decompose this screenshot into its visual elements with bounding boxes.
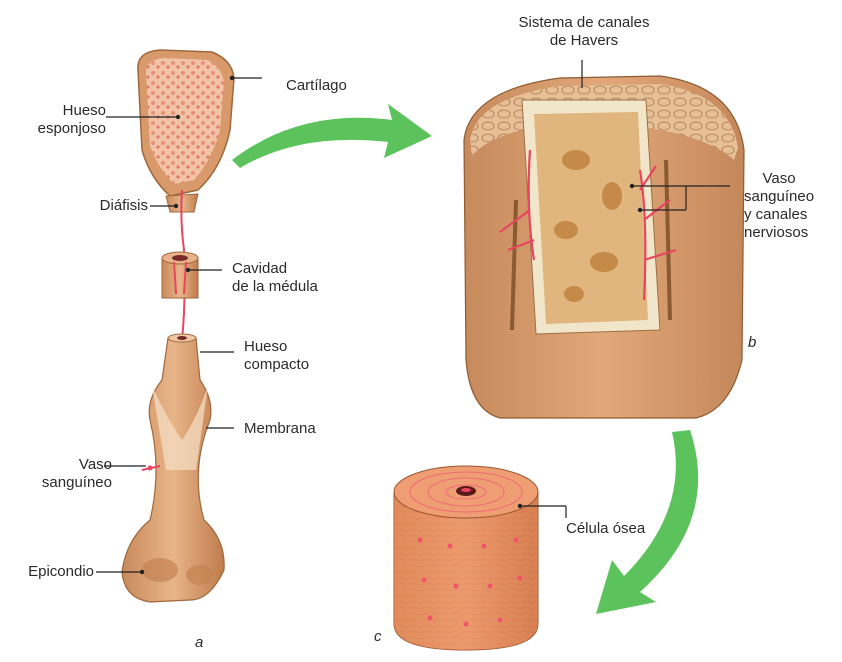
vaso-canales-line4: nerviosos	[744, 224, 814, 242]
cavidad-label: Cavidad de la médula	[232, 260, 318, 296]
arrow-a-to-b	[232, 104, 432, 168]
diafisis-label: Diáfisis	[60, 197, 148, 215]
membrana-label: Membrana	[244, 420, 316, 438]
hueso-compacto-line2: compacto	[244, 356, 309, 374]
vaso-sanguineo-line2: sanguíneo	[18, 474, 112, 492]
havers-label-line2: de Havers	[500, 32, 668, 50]
vaso-sanguineo-line1: Vaso	[18, 456, 112, 474]
havers-label-line1: Sistema de canales	[500, 14, 668, 32]
vaso-sanguineo-label: Vaso sanguíneo	[18, 456, 112, 492]
vaso-canales-label: Vaso sanguíneo y canales nerviosos	[744, 170, 814, 242]
panel-c-letter: c	[374, 628, 382, 646]
cavidad-line2: de la médula	[232, 278, 318, 296]
panel-b-letter: b	[748, 334, 756, 352]
havers-block	[464, 76, 744, 418]
vaso-canales-line3: y canales	[744, 206, 814, 224]
panel-a-letter: a	[195, 634, 203, 652]
celula-osea-label: Célula ósea	[566, 520, 645, 538]
bone-head-spongy	[138, 50, 234, 212]
hueso-compacto-line1: Hueso	[244, 338, 309, 356]
cartilago-label: Cartílago	[286, 77, 347, 95]
hueso-esponjoso-line1: Hueso	[20, 102, 106, 120]
bone-lower	[122, 334, 224, 602]
osteon-cylinder	[394, 466, 538, 650]
havers-label: Sistema de canales de Havers	[500, 14, 668, 50]
epicondio-label: Epicondio	[4, 563, 94, 581]
hueso-compacto-label: Hueso compacto	[244, 338, 309, 374]
hueso-esponjoso-line2: esponjoso	[20, 120, 106, 138]
hueso-esponjoso-label: Hueso esponjoso	[20, 102, 106, 138]
vaso-canales-line2: sanguíneo	[744, 188, 814, 206]
vaso-canales-line1: Vaso	[744, 170, 814, 188]
leader-dot-c	[518, 504, 522, 508]
cavidad-line1: Cavidad	[232, 260, 318, 278]
medulla-section	[162, 252, 198, 298]
